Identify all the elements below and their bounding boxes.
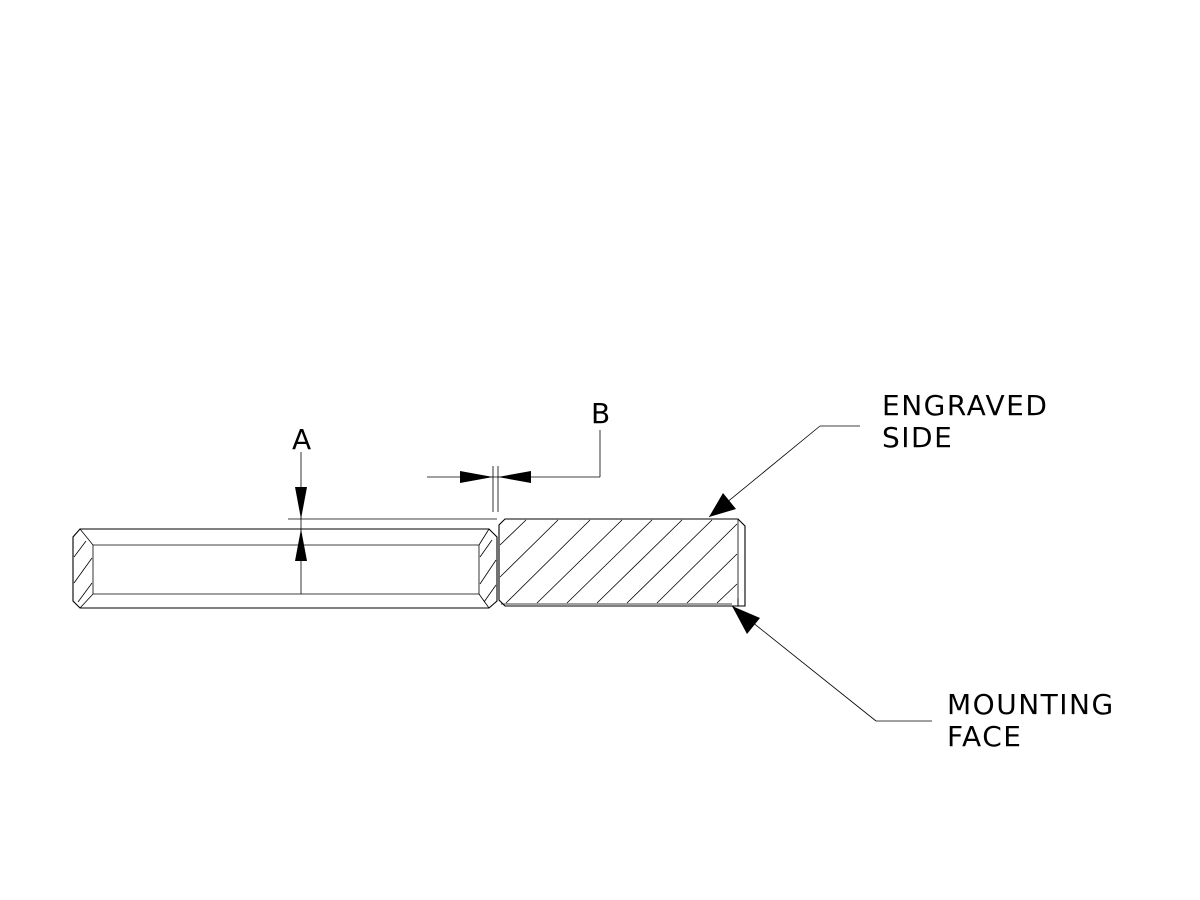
dimension-b: B: [427, 397, 612, 512]
mounting-label-line2: FACE: [947, 720, 1022, 753]
svg-text:ENGRAVED SIDE: ENGRAVED SIDE: [882, 389, 1059, 454]
mounting-face-callout: MOUNTING FACE: [731, 605, 1125, 753]
dimension-a: A: [288, 423, 497, 594]
mounting-label-line1: MOUNTING: [947, 688, 1115, 721]
engraved-label-line1: ENGRAVED: [882, 389, 1048, 422]
ring-section: [72, 528, 498, 609]
dimension-b-label: B: [591, 397, 612, 430]
plate-section: [498, 518, 746, 607]
svg-text:MOUNTING FACE: MOUNTING FACE: [947, 688, 1125, 753]
engraved-side-callout: ENGRAVED SIDE: [708, 389, 1059, 518]
engraved-label-line2: SIDE: [882, 421, 953, 454]
plate-hatching: [499, 519, 738, 604]
dimension-a-label: A: [292, 423, 313, 456]
